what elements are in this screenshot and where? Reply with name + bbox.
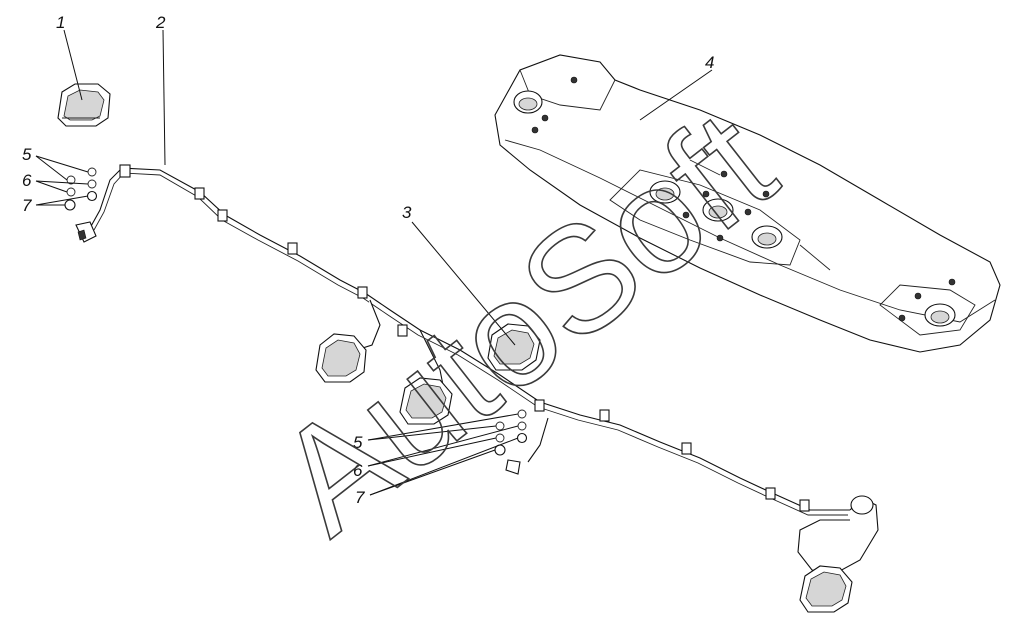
harness-lamp-4 (799, 565, 853, 613)
roof-panel (494, 54, 1001, 353)
roof-lamp-center-1 (649, 180, 681, 204)
callout-7-right: 7 (355, 488, 365, 507)
roof-lamp-left (513, 90, 543, 114)
roof-lamp-center-2 (702, 198, 734, 222)
lamp-part-1 (57, 83, 111, 127)
wire-harness (75, 164, 879, 573)
callout-1: 1 (56, 13, 65, 32)
roof-lamp-right (924, 303, 956, 327)
callout-6-left: 6 (22, 171, 32, 190)
callout-5-left: 5 (22, 145, 32, 164)
harness-lamp-1 (315, 333, 367, 383)
harness-lamp-3 (487, 323, 541, 371)
fastener-group-left (64, 167, 98, 211)
callout-labels: 1 2 3 4 5 6 7 5 6 7 (22, 13, 714, 507)
roof-lamp-center-3 (751, 225, 783, 249)
roof-fasteners (531, 76, 956, 322)
callout-3: 3 (402, 203, 412, 222)
callout-6-right: 6 (353, 461, 363, 480)
callout-4: 4 (705, 53, 714, 72)
callout-2: 2 (155, 13, 166, 32)
callout-5-right: 5 (353, 433, 363, 452)
callout-7-left: 7 (22, 196, 32, 215)
leader-lines (35, 29, 713, 496)
harness-lamp-2 (399, 377, 453, 425)
